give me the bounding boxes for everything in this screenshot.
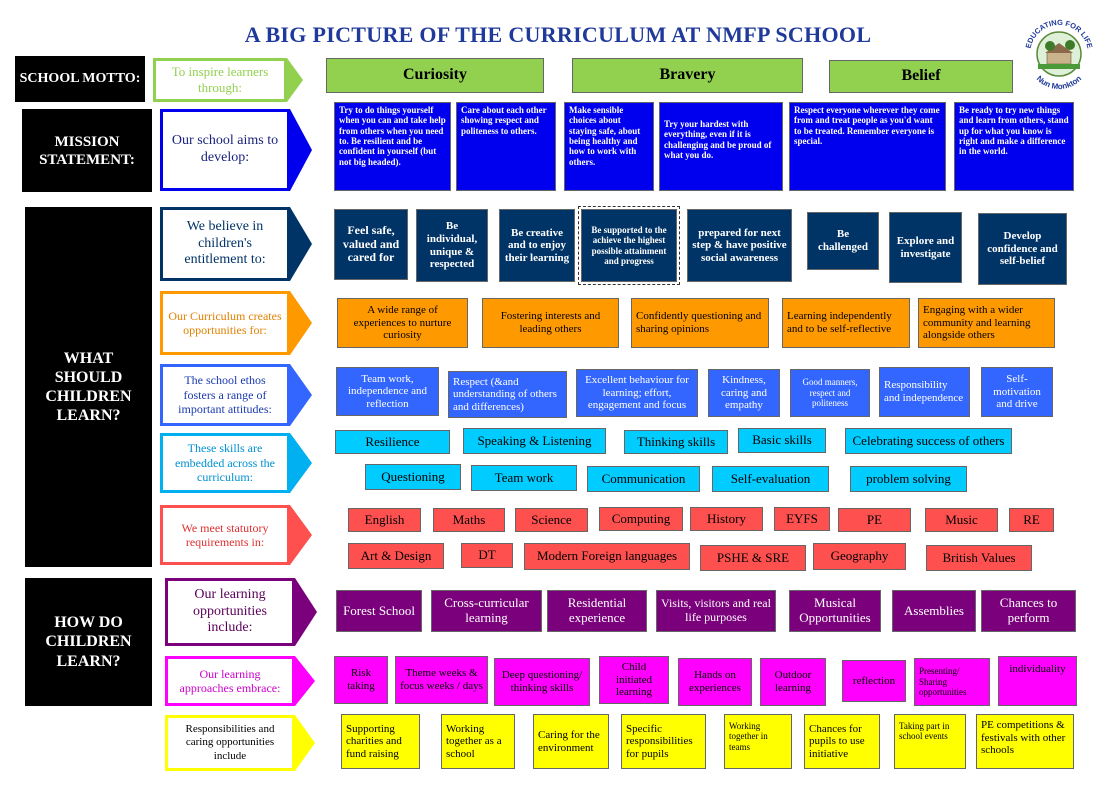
subject-box: Music	[925, 508, 998, 532]
subject-box: Maths	[433, 508, 505, 532]
section-label-what: WHAT SHOULD CHILDREN LEARN?	[25, 207, 152, 567]
approach-box: Presenting/ Sharing opportunities	[914, 658, 990, 706]
row-label-skills: These skills are embedded across the cur…	[160, 433, 312, 493]
skill-box: Team work	[471, 465, 577, 491]
learning-box: Assemblies	[892, 590, 976, 632]
entitlement-box: Be individual, unique & respected	[416, 209, 488, 282]
motto-box: Bravery	[572, 58, 803, 93]
subject-box: Art & Design	[348, 543, 444, 569]
learning-box: Musical Opportunities	[789, 590, 881, 632]
skill-box: Communication	[587, 466, 700, 492]
aim-box: Try to do things yourself when you can a…	[334, 102, 451, 191]
ethos-box: Respect (&and understanding of others an…	[448, 371, 567, 418]
skill-box: Basic skills	[738, 428, 826, 453]
aim-box: Respect everyone wherever they come from…	[789, 102, 946, 191]
learning-box: Cross-curricular learning	[431, 590, 542, 632]
responsibility-box: Caring for the environment	[533, 714, 609, 769]
approach-box: Hands on experiences	[678, 658, 752, 706]
learning-box: Visits, visitors and real life purposes	[656, 590, 776, 632]
school-logo: EDUCATING FOR LIFE Nun Monkton	[1024, 18, 1095, 91]
approach-box: Outdoor learning	[760, 658, 826, 706]
approach-box: reflection	[842, 660, 906, 702]
skill-box: Celebrating success of others	[845, 428, 1012, 454]
entitlement-box: prepared for next step & have positive s…	[687, 209, 792, 282]
approach-box: Child initiated learning	[599, 656, 669, 704]
opportunity-box: Engaging with a wider community and lear…	[918, 298, 1055, 348]
aim-box: Be ready to try new things and learn fro…	[954, 102, 1074, 191]
responsibility-box: Working together as a school	[441, 714, 515, 769]
subject-box: British Values	[926, 545, 1032, 571]
ethos-box: Team work, independence and reflection	[336, 367, 439, 416]
approach-box: Risk taking	[334, 656, 388, 704]
section-label-how: HOW DO CHILDREN LEARN?	[25, 578, 152, 706]
ethos-box: Kindness, caring and empathy	[708, 369, 780, 417]
subject-box: Geography	[813, 543, 906, 570]
skill-box: Self-evaluation	[712, 466, 829, 492]
skill-box: Resilience	[335, 430, 450, 454]
ethos-box: Responsibility and independence	[879, 367, 970, 417]
learning-box: Forest School	[336, 590, 422, 632]
subject-box: Modern Foreign languages	[524, 543, 690, 570]
learning-box: Chances to perform	[981, 590, 1076, 632]
approach-box: individuality	[998, 656, 1077, 706]
opportunity-box: A wide range of experiences to nurture c…	[337, 298, 468, 348]
ethos-box: Excellent behaviour for learning; effort…	[576, 369, 698, 417]
row-label-responsibilities: Responsibilities and caring opportunitie…	[165, 715, 315, 771]
row-label-ethos: The school ethos fosters a range of impo…	[160, 364, 312, 426]
aim-box: Care about each other showing respect an…	[456, 102, 556, 191]
learning-box: Residential experience	[547, 590, 647, 632]
ethos-box: Self-motivation and drive	[981, 367, 1053, 417]
section-label-mission: MISSION STATEMENT:	[22, 109, 152, 192]
responsibility-box: Chances for pupils to use initiative	[804, 714, 880, 769]
skill-box: Thinking skills	[624, 430, 728, 454]
subject-box: PSHE & SRE	[700, 545, 806, 571]
motto-box: Curiosity	[326, 58, 544, 93]
entitlement-box: Be supported to the achieve the highest …	[578, 206, 680, 285]
skill-box: Questioning	[365, 464, 461, 490]
entitlement-box: Be creative and to enjoy their learning	[499, 209, 575, 282]
responsibility-box: Supporting charities and fund raising	[341, 714, 420, 769]
row-label-opportunities: Our Curriculum creates opportunities for…	[160, 291, 312, 355]
row-label-approaches: Our learning approaches embrace:	[165, 656, 315, 706]
responsibility-box: Specific responsibilities for pupils	[621, 714, 706, 769]
entitlement-box: Feel safe, valued and cared for	[334, 209, 408, 280]
skill-box: problem solving	[850, 466, 967, 492]
row-label-inspire: To inspire learners through:	[153, 58, 303, 102]
subject-box: History	[690, 507, 763, 531]
responsibility-box: Taking part in school events	[894, 714, 966, 769]
section-label-motto: SCHOOL MOTTO:	[15, 56, 145, 102]
approach-box: Deep questioning/ thinking skills	[494, 658, 590, 706]
page-title: A BIG PICTURE OF THE CURRICULUM AT NMFP …	[244, 22, 872, 47]
entitlement-box: Explore and investigate	[889, 212, 962, 283]
subject-box: English	[348, 508, 421, 532]
opportunity-box: Confidently questioning and sharing opin…	[631, 298, 769, 348]
skill-box: Speaking & Listening	[463, 428, 606, 454]
entitlement-box: Develop confidence and self-belief	[978, 213, 1067, 285]
subject-box: DT	[461, 543, 513, 568]
responsibility-box: Working together in teams	[724, 714, 792, 769]
row-label-aims: Our school aims to develop:	[160, 109, 312, 191]
aim-box: Make sensible choices about staying safe…	[564, 102, 654, 191]
row-label-entitlement: We believe in children's entitlement to:	[160, 207, 312, 281]
subject-box: RE	[1009, 508, 1054, 532]
opportunity-box: Fostering interests and leading others	[482, 298, 619, 348]
ethos-box: Good manners, respect and politeness	[790, 369, 870, 417]
subject-box: Science	[515, 508, 588, 532]
subject-box: Computing	[599, 507, 683, 531]
approach-box: Theme weeks & focus weeks / days	[395, 656, 488, 704]
motto-box: Belief	[829, 60, 1013, 93]
opportunity-box: Learning independently and to be self-re…	[782, 298, 910, 348]
row-label-statutory: We meet statutory requirements in:	[160, 505, 312, 565]
subject-box: EYFS	[774, 507, 830, 531]
entitlement-box: Be challenged	[807, 212, 879, 270]
responsibility-box: PE competitions & festivals with other s…	[976, 714, 1074, 769]
subject-box: PE	[838, 508, 911, 532]
row-label-learning: Our learning opportunities include:	[165, 578, 317, 646]
aim-box: Try your hardest with everything, even i…	[659, 102, 783, 191]
